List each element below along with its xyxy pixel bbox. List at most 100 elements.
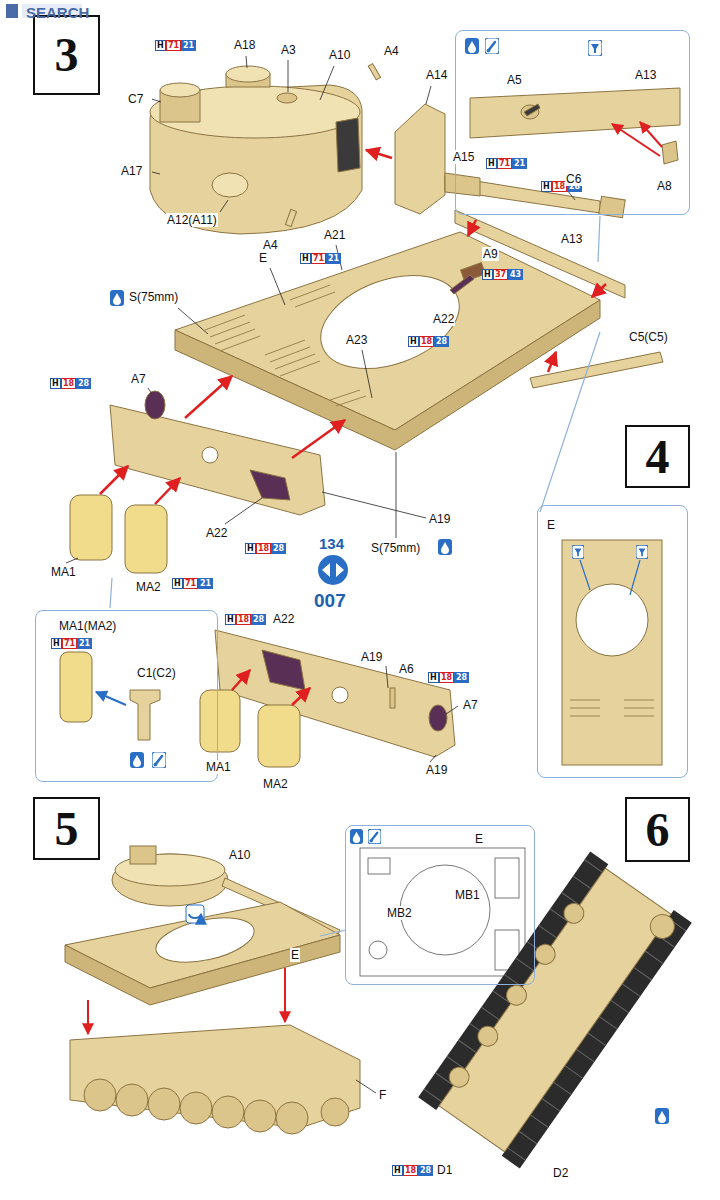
paint-code-alt: 21 xyxy=(326,253,341,264)
step-number: 4 xyxy=(646,431,670,483)
turret-drawing xyxy=(212,173,248,197)
paint-code-alt: 28 xyxy=(271,543,286,554)
paint-code-alt: 21 xyxy=(181,40,196,51)
turret-drawing xyxy=(160,83,200,97)
hull-plan-view xyxy=(400,865,490,955)
paint-code: 37 xyxy=(493,269,508,280)
part-label: A7 xyxy=(462,698,479,712)
paint-code: 18 xyxy=(439,672,454,683)
part-label: A7 xyxy=(130,372,147,386)
hull-deck xyxy=(205,285,366,406)
leader-line xyxy=(386,666,458,762)
side-plate xyxy=(202,447,218,463)
part-label: S(75mm) xyxy=(370,541,421,555)
part-label: C1(C2) xyxy=(136,666,177,680)
red-arrow xyxy=(548,352,556,372)
hull-deck xyxy=(450,275,474,294)
leader-line xyxy=(178,245,372,398)
part-label: A3 xyxy=(280,43,297,57)
fender-drawing xyxy=(70,495,112,560)
part-label: A19 xyxy=(360,650,383,664)
part-label: A13 xyxy=(634,68,657,82)
glue-icon xyxy=(655,1108,669,1124)
part-label: C5(C5) xyxy=(628,330,669,344)
paint-brand: H xyxy=(225,614,236,625)
glue-icon xyxy=(350,829,363,844)
part-label: A21 xyxy=(323,228,346,242)
lower-hull xyxy=(276,1102,308,1134)
lower-hull xyxy=(244,1100,276,1132)
leader-line xyxy=(446,706,458,714)
lower-hull xyxy=(180,1092,212,1124)
leader-line xyxy=(322,492,426,518)
turret-drawing xyxy=(368,64,380,80)
paint-code: 71 xyxy=(183,578,198,589)
hull-deck xyxy=(290,285,335,307)
step-number: 3 xyxy=(55,29,79,81)
part-label: MA2 xyxy=(135,580,162,594)
leader-line xyxy=(148,388,152,394)
track-assembly xyxy=(531,940,559,968)
turret-drawing xyxy=(277,93,297,103)
side-plate xyxy=(390,688,395,708)
leader-line xyxy=(66,388,426,563)
part-label: A22 xyxy=(432,312,455,326)
part-label: A10 xyxy=(228,848,251,862)
rotate-icon xyxy=(186,905,204,923)
part-label: A18 xyxy=(233,38,256,52)
cement-icon xyxy=(588,40,602,56)
turret-drawing xyxy=(285,209,296,226)
step-number-box: 6 xyxy=(625,797,690,862)
hull-plan-view xyxy=(368,858,390,874)
side-plate xyxy=(215,630,455,757)
part-label: MA1 xyxy=(50,565,77,579)
hull-plan-view xyxy=(570,700,654,716)
hull-plan-view xyxy=(570,700,654,716)
paint-code: 71 xyxy=(62,638,77,649)
part-label: A4 xyxy=(383,44,400,58)
front-plate-detail xyxy=(662,141,678,164)
part-label: A8 xyxy=(656,179,673,193)
cement-icon xyxy=(572,545,584,559)
part-label: A23 xyxy=(345,333,368,347)
turret-drawing xyxy=(336,118,360,172)
red-arrow xyxy=(592,284,606,297)
paint-brand: H xyxy=(486,158,497,169)
front-plate-detail xyxy=(470,88,680,164)
red-arrow xyxy=(185,376,232,418)
red-arrow xyxy=(612,122,662,156)
part-label: A19 xyxy=(428,512,451,526)
red-arrow xyxy=(100,376,345,504)
track-assembly xyxy=(418,852,692,1169)
part-label: A12(A11) xyxy=(166,213,218,227)
leader-line xyxy=(152,172,160,174)
paint-brand: H xyxy=(482,269,493,280)
red-arrow xyxy=(366,150,392,158)
leader-line xyxy=(246,56,247,68)
brush-icon xyxy=(152,752,166,768)
side-plate xyxy=(110,391,325,515)
paint-code-alt: 28 xyxy=(434,336,449,347)
fender-drawing xyxy=(200,690,300,767)
side-plate xyxy=(145,391,165,419)
paint-code: 18 xyxy=(61,378,76,389)
step-number: 6 xyxy=(646,804,670,856)
track-assembly xyxy=(474,1022,502,1050)
part-label: MA2 xyxy=(262,777,289,791)
part-label: MB1 xyxy=(454,888,481,902)
leader-line xyxy=(430,755,436,762)
paint-code-alt: 28 xyxy=(454,672,469,683)
part-label: S(75mm) xyxy=(128,290,179,304)
red-arrow xyxy=(88,968,285,1034)
red-arrow xyxy=(232,670,250,690)
leader-line xyxy=(66,558,78,563)
red-arrow xyxy=(87,1000,89,1034)
leader-line xyxy=(396,452,397,538)
part-label: A17 xyxy=(120,164,143,178)
rotate-icon xyxy=(186,905,204,923)
hull-plan-view xyxy=(562,540,662,765)
side-plate xyxy=(262,650,305,690)
lower-hull xyxy=(148,1088,180,1120)
side-plate xyxy=(110,405,325,515)
hull-plan-view xyxy=(369,941,387,959)
